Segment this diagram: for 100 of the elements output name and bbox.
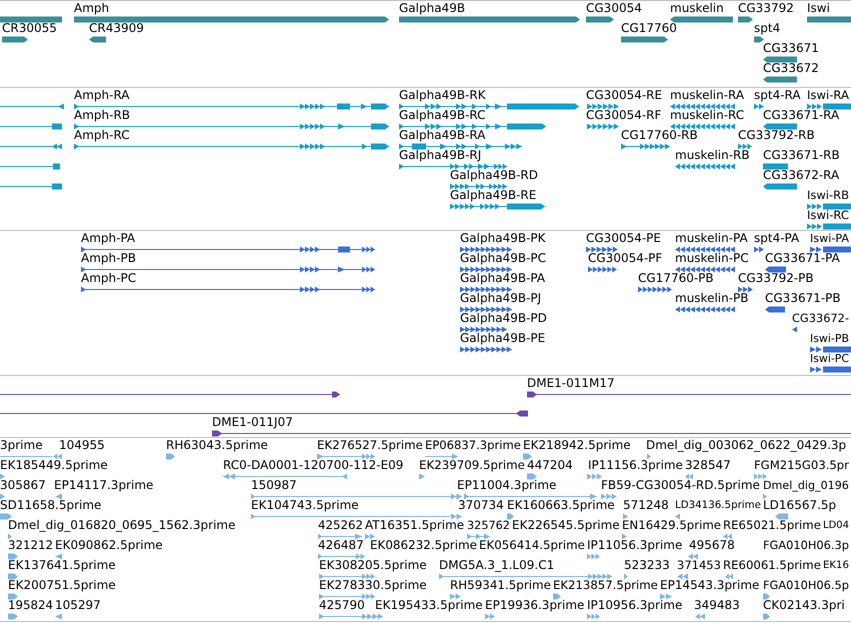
est-label: AT16351.5prime xyxy=(365,519,464,532)
est-label: EK185449.5prime xyxy=(0,459,108,472)
est-label: 425790 xyxy=(319,599,365,612)
est-label: EN16429.5prime xyxy=(622,519,722,532)
transcript-label: CG17760-RB xyxy=(621,129,698,142)
est-label: EK104743.5prime xyxy=(251,499,359,512)
transcript-label: Galpha49B-RJ xyxy=(399,149,482,162)
transcript-label: Galpha49B-RA xyxy=(399,129,486,142)
gene-label: CG30054 xyxy=(586,2,642,15)
est-label: EK086232.5prime xyxy=(370,539,477,552)
est-label: EK308205.5prime xyxy=(319,559,427,572)
est-label: 371453 xyxy=(677,559,721,572)
est-label: EK276527.5prime xyxy=(317,439,423,452)
est-label: FGA010H06.5p xyxy=(763,579,849,592)
est-label: IP11156.3prime xyxy=(588,459,683,472)
est-label: Dmel_dig_0196 xyxy=(763,479,849,492)
est-label: FB59-CG30054-RD.5prime xyxy=(601,479,760,492)
gene-label: Galpha49B xyxy=(399,2,466,15)
est-label: EK137641.5prime xyxy=(8,559,116,572)
est-label: 325762 xyxy=(467,519,510,532)
est-label: EK090862.5prime xyxy=(55,539,163,552)
transcript-label: Amph-RB xyxy=(74,109,130,122)
transcript-label: CG33672-RA xyxy=(763,169,840,182)
protein-label: spt4-PA xyxy=(754,232,800,245)
est-label: 571248 xyxy=(623,499,669,512)
est-label: EK160663.5prime xyxy=(507,499,615,512)
protein-label: muskelin-PC xyxy=(675,252,749,265)
est-label: RH63043.5prime xyxy=(166,439,268,452)
protein-label: Galpha49B-PC xyxy=(460,252,546,265)
gene-label: CG33671 xyxy=(763,42,819,55)
est-label: EP06837.3prime xyxy=(425,439,521,452)
transcript-label: CG33792-RB xyxy=(738,129,815,142)
est-label: 105297 xyxy=(55,599,101,612)
transcript-label: CG30054-RF xyxy=(586,109,662,122)
est-label: RE65021.5prime xyxy=(723,519,821,532)
est-label: CK02143.3pri xyxy=(763,599,845,612)
protein-label: muskelin-PA xyxy=(675,232,748,245)
est-label: Dmel_dig_016820_0695_1562.3prime xyxy=(8,519,236,532)
gene-label: muskelin xyxy=(670,2,724,15)
est-label: EK218942.5prime xyxy=(523,439,631,452)
est-label: FGM215G03.5pr xyxy=(754,459,849,472)
protein-label: Iswi-PC xyxy=(810,352,849,365)
protein-label: CG30054-PE xyxy=(586,232,661,245)
est-label: EK278330.5prime xyxy=(319,579,427,592)
transcript-label: Amph-RC xyxy=(74,129,130,142)
est-label: 150987 xyxy=(251,479,297,492)
est-label: RE60061.5prime xyxy=(723,559,821,572)
gene-label: Amph xyxy=(74,2,110,15)
est-label: EP11004.3prime xyxy=(457,479,556,492)
transcript-label: Amph-RA xyxy=(74,89,130,102)
transcript-label: Galpha49B-RK xyxy=(399,89,486,102)
est-label: EP14543.3prime xyxy=(660,579,760,592)
transcript-label: CG33671-RB xyxy=(763,149,840,162)
est-label: 425262 xyxy=(318,519,363,532)
transcript-label: muskelin-RC xyxy=(670,109,744,122)
clone-label: DME1-011M17 xyxy=(527,377,615,390)
est-label: 3prime xyxy=(0,439,43,452)
est-label: EK056414.5prime xyxy=(479,539,585,552)
gene-label: CG33792 xyxy=(738,2,794,15)
transcript-label: Iswi-RC xyxy=(807,209,849,222)
transcript-label: muskelin-RB xyxy=(675,149,750,162)
est-label: 426487 xyxy=(318,539,364,552)
protein-label: Galpha49B-PD xyxy=(460,312,547,325)
gene-label: CR30055 xyxy=(2,22,57,35)
clone-label: DME1-011J07 xyxy=(212,416,293,429)
est-label: Dmel_dig_003062_0622_0429.3p xyxy=(646,439,846,452)
protein-label: Amph-PC xyxy=(81,272,136,285)
est-label: EK239709.5prime xyxy=(419,459,525,472)
transcript-label: Galpha49B-RD xyxy=(450,169,538,182)
est-label: EP14117.3prime xyxy=(54,479,154,492)
transcript-label: spt4-RA xyxy=(754,89,801,102)
transcript-label: CG30054-RE xyxy=(586,89,662,102)
est-label: EK195433.5prime xyxy=(375,599,483,612)
est-label: LD34136.5prime xyxy=(675,499,761,512)
protein-label: Iswi-PA xyxy=(810,232,849,245)
protein-label: CG33672- xyxy=(792,312,849,325)
transcript-label: Galpha49B-RE xyxy=(450,189,536,202)
protein-label: CG33792-PB xyxy=(738,272,814,285)
est-label: 447204 xyxy=(527,459,573,472)
est-label: RH59341.5prime xyxy=(450,579,551,592)
est-label: 305867 xyxy=(0,479,46,492)
est-label: 349483 xyxy=(694,599,740,612)
protein-label: Galpha49B-PE xyxy=(460,332,546,345)
protein-label: muskelin-PB xyxy=(675,292,749,305)
est-label: EP19936.3prime xyxy=(485,599,584,612)
transcript-label: CG33671-RA xyxy=(763,109,840,122)
est-label: LD16567.5p xyxy=(763,499,836,512)
est-label: IP11056.3prime xyxy=(587,539,682,552)
est-label: 195824 xyxy=(8,599,53,612)
protein-label: Iswi-PB xyxy=(810,332,849,345)
est-label: EK213857.5prime xyxy=(553,579,658,592)
transcript-label: Galpha49B-RC xyxy=(399,109,486,122)
protein-label: CG33671-PA xyxy=(765,252,840,265)
protein-label: Galpha49B-PA xyxy=(460,272,546,285)
est-label: 328547 xyxy=(685,459,731,472)
protein-label: Amph-PA xyxy=(81,232,136,245)
protein-label: CG17760-PB xyxy=(638,272,714,285)
gene-label: CG17760 xyxy=(621,22,677,35)
protein-label: CG33671-PB xyxy=(765,292,841,305)
transcript-label: Iswi-RA xyxy=(807,89,849,102)
